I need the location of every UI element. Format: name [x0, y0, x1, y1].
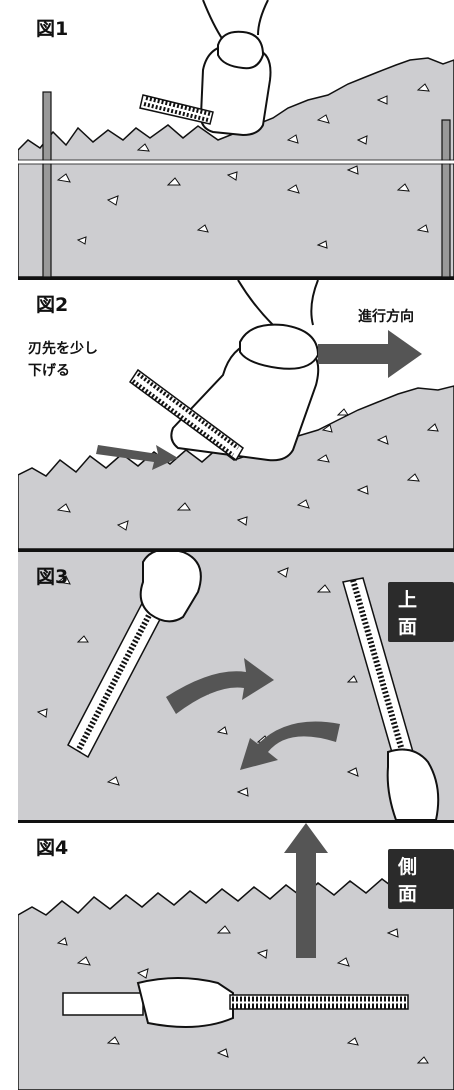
- trimmer-side: [62, 977, 409, 1028]
- trimmer-left: [67, 552, 202, 759]
- hedge-shape: [18, 385, 454, 549]
- panel-1-illustration: [18, 0, 454, 277]
- leaf-marks: [36, 567, 359, 797]
- trimmer-blade: [139, 94, 214, 125]
- panel-label: 図3: [36, 566, 69, 588]
- operator-hand: [239, 323, 320, 370]
- view-badge: 側面: [388, 849, 454, 909]
- operator-arm: [237, 280, 319, 326]
- fence-pole-right: [441, 119, 451, 277]
- upward-arrow: [284, 823, 328, 958]
- panel-label: 図2: [36, 294, 69, 316]
- operator-hand: [217, 30, 265, 70]
- panel-label: 図1: [36, 18, 69, 40]
- panel-1: 図1: [18, 0, 454, 277]
- panel-2: 図2 刃先を少し 下げる 進行方向: [18, 280, 454, 549]
- leaf-marks: [56, 925, 429, 1064]
- leaf-marks: [56, 408, 439, 531]
- panel-label: 図4: [36, 837, 69, 859]
- panel-divider: [18, 549, 454, 552]
- panel-2-illustration: [18, 280, 454, 549]
- panel-4: 図4 側面: [18, 823, 454, 1090]
- direction-arrow: [318, 330, 422, 378]
- fence-pole-left: [42, 91, 52, 277]
- view-badge: 上面: [388, 582, 454, 642]
- curved-arrow-left: [240, 721, 340, 770]
- panel-divider: [18, 277, 454, 280]
- panel-3: 図3 上面: [18, 552, 454, 820]
- panel-3-illustration: [18, 552, 454, 820]
- tip-caption-line: 刃先を少し: [28, 341, 98, 357]
- tip-caption: 刃先を少し 下げる: [28, 338, 98, 382]
- push-arrow: [96, 445, 178, 470]
- curved-arrow-right: [166, 658, 274, 714]
- panel-divider: [18, 820, 454, 823]
- trimmer-right: [342, 577, 440, 820]
- trimmer-blade: [128, 368, 244, 462]
- direction-label: 進行方向: [358, 309, 414, 325]
- leaf-marks: [56, 83, 430, 249]
- tip-caption-line: 下げる: [28, 363, 70, 379]
